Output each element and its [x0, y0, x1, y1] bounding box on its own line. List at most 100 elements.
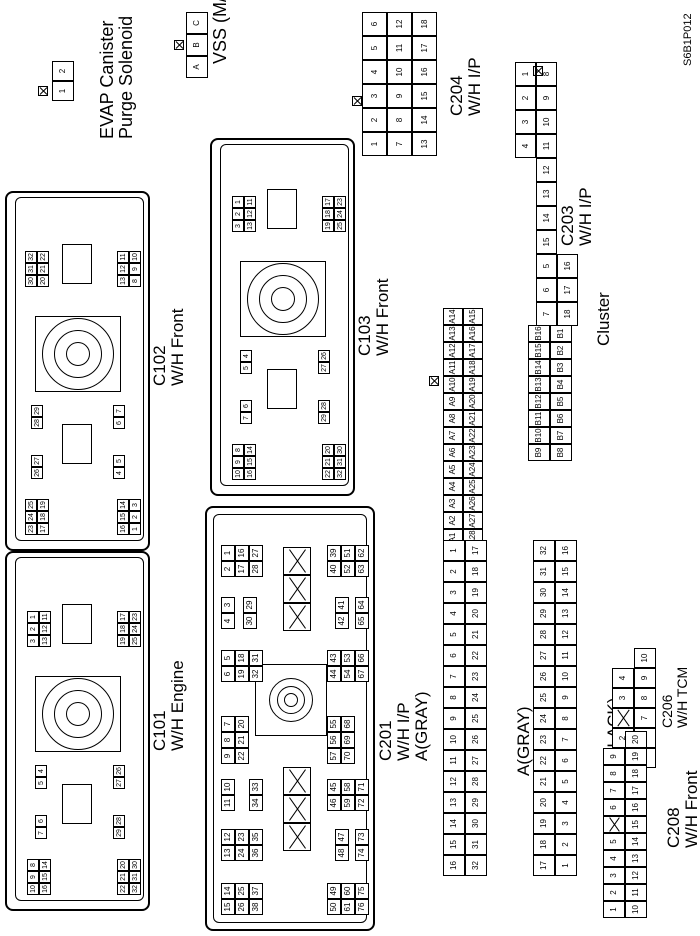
center-bolt-hub: [66, 342, 90, 366]
pin-32: 32: [249, 666, 263, 682]
pin-24: 24: [235, 845, 249, 861]
pin-B: B: [186, 34, 208, 56]
pin-29: 29: [465, 792, 487, 813]
pin-53: 53: [341, 650, 355, 666]
pin-18: 18: [235, 650, 249, 666]
pin-26: 26: [533, 666, 555, 687]
blocked-cavity-icon: [283, 547, 311, 575]
pin-51: 51: [341, 545, 355, 561]
pin-18: 18: [557, 302, 578, 326]
pin-B8: B8: [550, 444, 572, 461]
pin-4: 4: [443, 603, 465, 624]
pin-25: 25: [25, 499, 37, 511]
pin-A18: A18: [463, 359, 483, 376]
pin-15: 15: [443, 834, 465, 855]
pin-20: 20: [37, 275, 49, 287]
pin-58: 58: [341, 779, 355, 795]
pin-20: 20: [117, 859, 129, 871]
pin-12: 12: [244, 208, 256, 220]
pin-31: 31: [334, 456, 346, 468]
pin-11: 11: [443, 750, 465, 771]
pin-24: 24: [465, 687, 487, 708]
pin-19: 19: [37, 499, 49, 511]
pin-B6: B6: [550, 410, 572, 427]
pin-59: 59: [341, 795, 355, 811]
pin-18: 18: [37, 511, 49, 523]
pin-26: 26: [113, 765, 125, 777]
pin-57: 57: [327, 748, 341, 764]
pin-7: 7: [634, 708, 656, 728]
latch-icon: [352, 96, 362, 106]
pin-11: 11: [387, 36, 412, 60]
pin-6: 6: [362, 12, 387, 36]
pin-16: 16: [244, 468, 256, 480]
pin-34: 34: [249, 795, 263, 811]
label-line: C103: [355, 315, 374, 356]
blank-pin-cavity: [515, 182, 536, 206]
pin-A19: A19: [463, 376, 483, 393]
pin-2: 2: [603, 884, 625, 901]
label-line: W/H I/P: [575, 187, 595, 246]
pin-25: 25: [465, 708, 487, 729]
pin-1: 1: [603, 901, 625, 918]
pin-7: 7: [443, 666, 465, 687]
label-line: W/H Front: [372, 278, 392, 356]
blocked-cavity-icon: [283, 767, 311, 795]
label-line: W/H I/P: [464, 57, 484, 116]
pin-29: 29: [318, 412, 330, 424]
pin-62: 62: [355, 545, 369, 561]
pin-1: 1: [443, 540, 465, 561]
pin-54: 54: [341, 666, 355, 682]
pin-13: 13: [221, 845, 235, 861]
pin-A11: A11: [443, 359, 463, 376]
pin-20: 20: [625, 731, 647, 748]
pin-25: 25: [334, 220, 346, 232]
pin-12: 12: [117, 263, 129, 275]
pin-11: 11: [39, 611, 51, 623]
pin-64: 64: [355, 597, 369, 613]
pin-16: 16: [443, 855, 465, 876]
pin-7: 7: [35, 827, 47, 839]
pin-4: 4: [35, 765, 47, 777]
pin-5: 5: [35, 777, 47, 789]
pin-B10: B10: [528, 427, 550, 444]
pin-10: 10: [555, 666, 577, 687]
pin-20: 20: [235, 716, 249, 732]
pin-24: 24: [533, 708, 555, 729]
pin-26: 26: [31, 467, 43, 479]
pin-4: 4: [603, 850, 625, 867]
center-bolt-hub: [271, 287, 295, 311]
pin-5: 5: [443, 624, 465, 645]
pin-22: 22: [235, 748, 249, 764]
pin-32: 32: [129, 883, 141, 895]
pin-A2: A2: [443, 512, 463, 529]
pin-15: 15: [39, 871, 51, 883]
pin-5: 5: [362, 36, 387, 60]
pin-B14: B14: [528, 359, 550, 376]
label-line: VSS (M/T): [210, 0, 230, 64]
pin-18: 18: [625, 765, 647, 782]
pin-9: 9: [603, 748, 625, 765]
pin-3: 3: [443, 582, 465, 603]
pin-32: 32: [334, 468, 346, 480]
pin-17: 17: [465, 540, 487, 561]
pin-8: 8: [387, 108, 412, 132]
pin-10: 10: [536, 110, 557, 134]
label-line: C201: [376, 720, 395, 761]
pin-9: 9: [555, 687, 577, 708]
pin-30: 30: [129, 859, 141, 871]
pin-56: 56: [327, 732, 341, 748]
pin-18: 18: [465, 561, 487, 582]
pin-8: 8: [555, 708, 577, 729]
pin-10: 10: [221, 779, 235, 795]
pin-31: 31: [25, 263, 37, 275]
pin-A7: A7: [443, 427, 463, 444]
pin-11: 11: [244, 196, 256, 208]
pin-10: 10: [625, 901, 647, 918]
pin-2: 2: [52, 61, 74, 81]
pin-6: 6: [35, 815, 47, 827]
pin-2: 2: [232, 208, 244, 220]
